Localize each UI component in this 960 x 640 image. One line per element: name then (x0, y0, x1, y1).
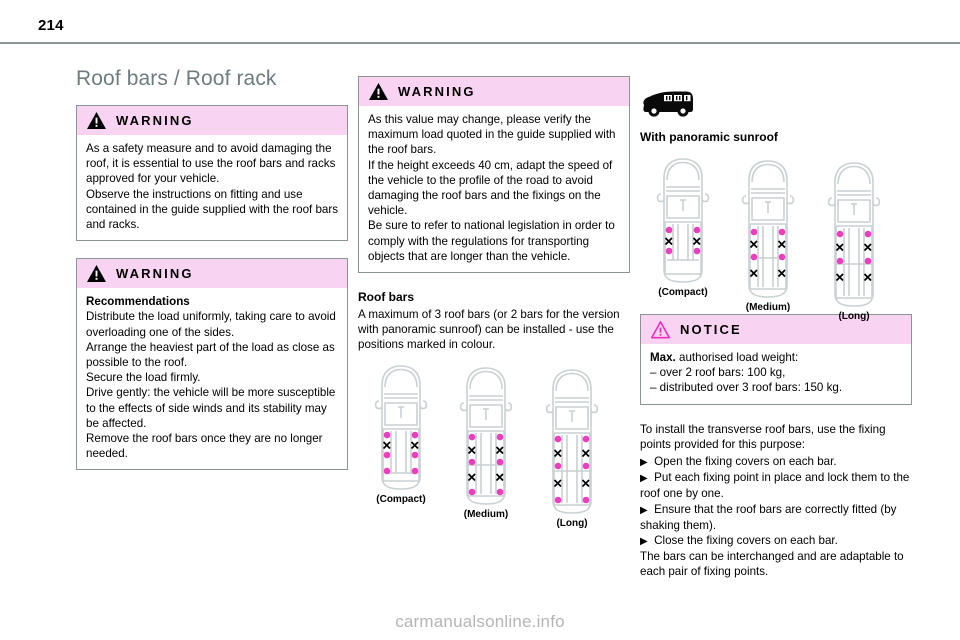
warning-header: WARNING (77, 106, 347, 135)
warning-text-line: As a safety measure and to avoid damagin… (86, 142, 336, 186)
install-step: ▶ Put each fixing point in place and loc… (640, 470, 912, 501)
notice-body: Max. authorised load weight: – over 2 ro… (641, 344, 911, 404)
van-top-view-outline (827, 162, 881, 307)
install-step-text: Open the fixing covers on each bar. (654, 455, 837, 469)
footer-url: carmanualsonline.info (395, 612, 565, 631)
fixing-point-x (467, 446, 504, 481)
warning-label: WARNING (116, 113, 194, 128)
notice-item: – over 2 roof bars: 100 kg, (650, 366, 786, 380)
notice-header: NOTICE (641, 315, 911, 344)
warning-label: WARNING (116, 266, 194, 282)
van-caption: (Long) (556, 517, 588, 529)
warning-text-line: As this value may change, please verify … (368, 113, 616, 157)
page-title: Roof bars / Roof rack (76, 67, 277, 90)
install-step-text: Put each fixing point in place and lock … (640, 471, 910, 501)
notice-label: NOTICE (680, 322, 742, 337)
notice-heading-rest: authorised load weight: (675, 351, 799, 364)
install-step-text: Ensure that the roof bars are correctly … (640, 502, 897, 532)
fixing-point-x (664, 237, 701, 246)
header-divider (0, 42, 960, 44)
warning-subheading: Recommendations (86, 295, 190, 309)
van-top-view-outline (374, 364, 428, 490)
column-left: Roof bars / Roof rack WARNING As a safet… (76, 60, 348, 487)
warning-body: Recommendations Distribute the load unif… (77, 288, 347, 469)
install-step-text: Close the fixing covers on each bar. (654, 534, 838, 548)
van-diagram-panoramic-compact: (Compact) (652, 156, 714, 298)
fixing-point-x (553, 449, 590, 487)
van-top-view-outline (459, 366, 513, 505)
warning-text-line: If the height exceeds 40 cm, adapt the s… (368, 158, 613, 218)
fixing-point-x (835, 243, 872, 282)
column-middle: WARNING As this value may change, please… (358, 60, 630, 533)
van-diagram-panoramic-medium: (Medium) (737, 158, 799, 313)
roof-bars-paragraph: A maximum of 3 roof bars (or 2 bars for … (358, 308, 620, 352)
warning-text-line: Drive gently: the vehicle will be more s… (86, 386, 336, 430)
fixing-point-dot (468, 433, 504, 495)
fixing-point-x (382, 441, 419, 449)
van-caption: (Compact) (658, 287, 708, 298)
notice-triangle-icon (650, 320, 671, 339)
van-caption: (Compact) (376, 493, 426, 505)
warning-text-line: Observe the instructions on fitting and … (86, 187, 339, 232)
warning-body: As this value may change, please verify … (359, 106, 629, 272)
install-outro: The bars can be interchanged and are ada… (640, 550, 904, 579)
fixing-point-dot (554, 435, 590, 503)
warning-text-line: Arrange the heaviest part of the load as… (86, 340, 335, 370)
van-diagram-long: (Long) (541, 367, 603, 529)
warning-box-approved-bars: WARNING As a safety measure and to avoid… (76, 105, 348, 242)
warning-text-line: Be sure to refer to national legislation… (368, 219, 615, 263)
panoramic-sunroof-heading: With panoramic sunroof (640, 130, 778, 144)
notice-heading: Max. authorised load weight: (650, 350, 902, 365)
arrow-right-icon: ▶ (640, 473, 648, 485)
van-side-icon (643, 91, 693, 117)
warning-label: WARNING (398, 84, 476, 99)
van-diagram-compact: (Compact) (370, 363, 432, 505)
install-step: ▶ Open the fixing covers on each bar. (640, 454, 912, 470)
notice-heading-strong: Max. (650, 351, 676, 364)
install-step: ▶ Ensure that the roof bars are correctl… (640, 502, 912, 533)
notice-box-max-load: NOTICE Max. authorised load weight: – ov… (640, 314, 912, 405)
van-top-view-outline (656, 158, 710, 283)
roof-bar-positions-panoramic: (Compact) (640, 156, 912, 322)
warning-text-line: Secure the load firmly. (86, 371, 201, 385)
fixing-point-dot (750, 228, 786, 261)
arrow-right-icon: ▶ (640, 457, 648, 469)
notice-item: – distributed over 3 roof bars: 150 kg. (650, 381, 843, 395)
roof-bar-positions-standard: (Compact) (358, 363, 630, 533)
van-top-view-outline (741, 160, 795, 298)
van-caption: (Medium) (463, 508, 509, 520)
van-caption: (Medium) (745, 302, 791, 313)
warning-header: WARNING (77, 259, 347, 289)
fixing-point-dot (836, 230, 872, 265)
warning-triangle-icon (368, 82, 389, 101)
column-right: With panoramic sunroof (640, 60, 912, 582)
warning-text-line: Remove the roof bars once they are no lo… (86, 432, 323, 461)
fixing-point-dot (383, 431, 419, 474)
install-step: ▶ Close the fixing covers on each bar. (640, 533, 912, 549)
van-caption: (Long) (838, 311, 870, 322)
van-top-view-outline (545, 368, 599, 514)
warning-text-line: Distribute the load uniformly, taking ca… (86, 310, 336, 339)
van-diagram-medium: (Medium) (455, 365, 517, 520)
roof-bars-heading: Roof bars (358, 290, 415, 305)
van-diagram-panoramic-long: (Long) (823, 160, 885, 322)
arrow-right-icon: ▶ (640, 536, 648, 548)
install-intro: To install the transverse roof bars, use… (640, 422, 886, 451)
warning-box-recommendations: WARNING Recommendations Distribute the l… (76, 258, 348, 471)
fixing-point-dot (665, 226, 701, 255)
warning-triangle-icon (86, 111, 107, 130)
warning-header: WARNING (359, 77, 629, 106)
fixing-point-x (749, 240, 786, 278)
warning-box-load-height: WARNING As this value may change, please… (358, 76, 630, 274)
van-side-icon-wrap (640, 88, 912, 124)
warning-body: As a safety measure and to avoid damagin… (77, 135, 347, 240)
warning-triangle-icon (86, 264, 107, 283)
page-number: 214 (38, 17, 64, 34)
arrow-right-icon: ▶ (640, 504, 648, 516)
